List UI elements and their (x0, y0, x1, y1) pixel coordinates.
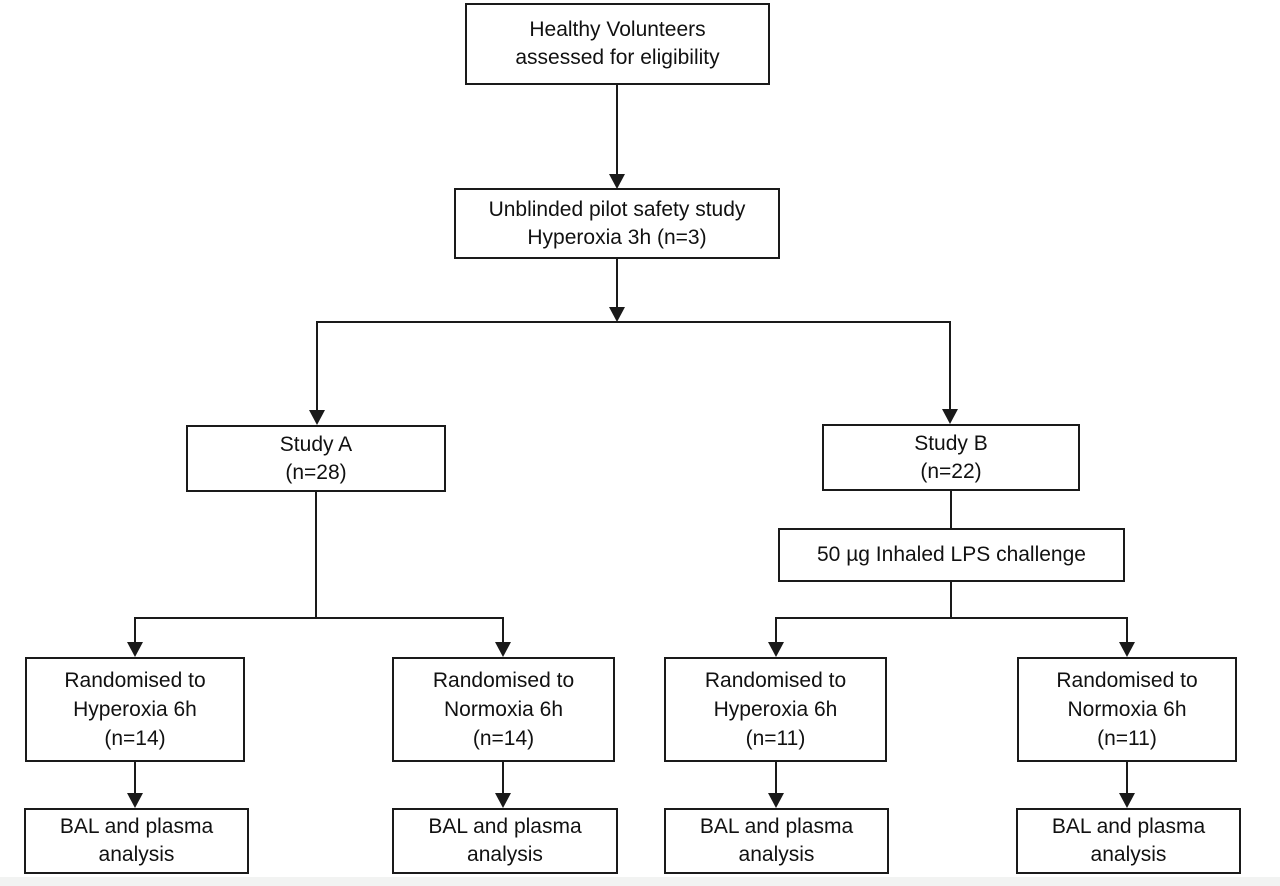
node-bal-analysis-b-normoxia: BAL and plasma analysis (1016, 808, 1241, 874)
arrow-branch-to-study-a (309, 321, 325, 425)
node-bal-analysis-b-normoxia-label: BAL and plasma analysis (1051, 815, 1206, 866)
arrow-rand-a-normoxia-to-bal (495, 762, 511, 808)
arrow-pilot-to-branch (609, 259, 625, 322)
node-bal-analysis-b-hyperoxia: BAL and plasma analysis (664, 808, 889, 874)
node-randomised-normoxia-study-b: Randomised to Normoxia 6h (n=11) (1017, 657, 1237, 762)
node-study-a-label: Study A (n=28) (279, 432, 353, 484)
node-bal-analysis-b-hyperoxia-label: BAL and plasma analysis (699, 815, 854, 866)
node-randomised-hyperoxia-study-b: Randomised to Hyperoxia 6h (n=11) (664, 657, 887, 762)
arrow-rand-b-hyperoxia-to-bal (768, 762, 784, 808)
node-pilot-safety-study-label: Unblinded pilot safety study Hyperoxia 3… (488, 197, 746, 249)
node-eligibility-label: Healthy Volunteers assessed for eligibil… (515, 18, 720, 69)
node-bal-analysis-a-hyperoxia: BAL and plasma analysis (24, 808, 249, 874)
node-bal-analysis-a-normoxia: BAL and plasma analysis (392, 808, 618, 874)
node-randomised-normoxia-study-b-label: Randomised to Normoxia 6h (n=11) (1056, 669, 1198, 750)
arrow-to-rand-b-normoxia (1119, 617, 1135, 657)
arrow-rand-a-hyperoxia-to-bal (127, 762, 143, 808)
node-randomised-hyperoxia-study-a-label: Randomised to Hyperoxia 6h (n=14) (64, 669, 206, 750)
node-randomised-normoxia-study-a: Randomised to Normoxia 6h (n=14) (392, 657, 615, 762)
node-bal-analysis-a-normoxia-label: BAL and plasma analysis (428, 815, 582, 866)
arrow-to-rand-a-hyperoxia (127, 617, 143, 657)
arrow-to-rand-a-normoxia (495, 617, 511, 657)
arrow-branch-to-study-b (942, 321, 958, 424)
arrow-to-rand-b-hyperoxia (768, 617, 784, 657)
node-study-b: Study B (n=22) (822, 424, 1080, 491)
arrow-rand-b-normoxia-to-bal (1119, 762, 1135, 808)
node-eligibility: Healthy Volunteers assessed for eligibil… (465, 3, 770, 85)
node-randomised-hyperoxia-study-a: Randomised to Hyperoxia 6h (n=14) (25, 657, 245, 762)
node-lps-challenge-label: 50 µg Inhaled LPS challenge (817, 543, 1086, 566)
node-study-a: Study A (n=28) (186, 425, 446, 492)
node-randomised-normoxia-study-a-label: Randomised to Normoxia 6h (n=14) (432, 669, 575, 750)
node-randomised-hyperoxia-study-b-label: Randomised to Hyperoxia 6h (n=11) (704, 669, 847, 750)
node-lps-challenge: 50 µg Inhaled LPS challenge (778, 528, 1125, 582)
node-pilot-safety-study: Unblinded pilot safety study Hyperoxia 3… (454, 188, 780, 259)
node-study-b-label: Study B (n=22) (914, 431, 988, 483)
page-bottom-edge (0, 877, 1280, 886)
arrow-eligibility-to-pilot (609, 85, 625, 189)
node-bal-analysis-a-hyperoxia-label: BAL and plasma analysis (59, 815, 214, 866)
